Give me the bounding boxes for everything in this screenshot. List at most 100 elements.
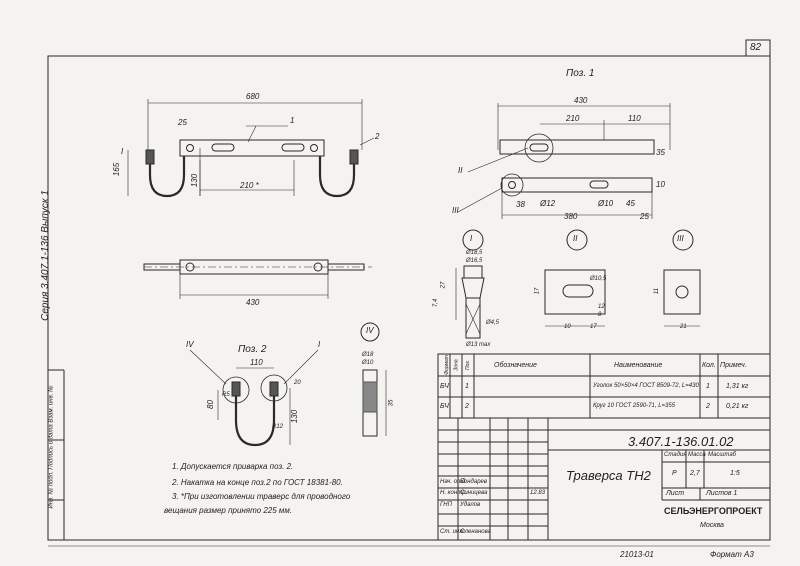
scale-value: 1:5: [730, 470, 740, 477]
pos1-title: Поз. 1: [566, 68, 595, 79]
spec-h-designation: Обозначение: [494, 362, 537, 369]
pos2-view-IV: IV: [186, 340, 194, 349]
staff-0-name: Бондарев: [460, 479, 488, 485]
note-1: 1. Допускается приварка поз. 2.: [172, 462, 294, 471]
sec-dim-0: Ø18,5: [466, 250, 483, 256]
mass-label: Масса: [688, 452, 706, 458]
staff-0-role: Нач. отд.: [440, 479, 467, 485]
sec-dim-8: 12: [598, 304, 605, 310]
pos1-dim-380: 380: [564, 212, 578, 221]
sec-dim-4: Ø13 max: [466, 342, 491, 348]
series-stamp: Серия 3.407.1-136 Выпуск 1: [39, 190, 51, 321]
sheets-label: Листов 1: [706, 490, 738, 497]
format-label: Формат А3: [710, 550, 754, 559]
dim-680: 680: [246, 92, 260, 101]
mass-value: 2,7: [690, 470, 700, 477]
sec-dim-11: 17: [590, 324, 597, 330]
sec-dim-6: 17: [534, 287, 541, 295]
leader-2: 2: [375, 132, 380, 141]
section-III: III: [677, 234, 684, 243]
section-IV: IV: [366, 326, 374, 335]
spec-h-qty: Кол.: [702, 362, 716, 369]
view-mark-I: I: [121, 147, 124, 156]
pos1-dim-430: 430: [574, 96, 588, 105]
sec-dim-2: 27: [440, 281, 447, 289]
spec-r2-fmt: БЧ: [440, 403, 449, 410]
stage-value: Р: [672, 470, 677, 477]
pos2-dim-110: 110: [250, 358, 263, 367]
staff-2-role: ГНП: [440, 502, 452, 508]
drawing-name: Траверса ТН2: [566, 468, 651, 483]
sec-dim-12: 11: [654, 287, 661, 295]
dim-130: 130: [190, 173, 200, 188]
staff-4-name: Оленанова: [460, 529, 491, 535]
right-hook: [318, 156, 356, 198]
page-number: 82: [750, 42, 762, 53]
pos1-dim-d10: Ø10: [598, 199, 614, 208]
dim-25: 25: [178, 118, 187, 127]
pos2-dim-130: 130: [290, 409, 300, 424]
pos1-dim-25: 25: [640, 212, 649, 221]
sec-dim-3: 7,4: [433, 298, 440, 308]
staff-1-name: Синицева: [460, 490, 488, 496]
spec-h-note: Примеч.: [720, 362, 747, 369]
pos1-dim-110: 110: [628, 114, 641, 123]
spec-r1-fmt: БЧ: [440, 383, 449, 390]
pos1-view-II: II: [458, 166, 463, 175]
left-hook: [148, 156, 186, 198]
plan-view: [143, 259, 372, 299]
spec-r1-qty: 1: [706, 383, 710, 390]
sec-dim-13: 21: [680, 324, 687, 330]
pos1-view: [457, 103, 671, 219]
doc-number: 3.407.1-136.01.02: [628, 434, 734, 449]
sec-dim-14: Ø18: [362, 352, 374, 358]
main-view: [127, 99, 375, 198]
section-II: II: [573, 234, 578, 243]
staff-1-role: Н. контр.: [440, 490, 468, 496]
spec-r2-note: 0,21 кг: [726, 403, 749, 410]
note-2: 2. Накатка на конце поз.2 по ГОСТ 18381-…: [172, 478, 343, 487]
pos2-dim-20: 20: [294, 380, 301, 386]
angle-bar: [179, 139, 325, 157]
dim-165: 165: [112, 162, 122, 177]
staff-2-name: Удалов: [460, 502, 481, 508]
sec-dim-5: Ø4,5: [486, 320, 500, 326]
sec-dim-15: Ø10: [362, 360, 374, 366]
section-I: I: [470, 234, 473, 243]
org-name: СЕЛЬЭНЕРГОПРОЕКТ: [664, 506, 763, 516]
pos1-dim-45: 45: [626, 199, 635, 208]
spec-r1-pos: 1: [465, 383, 469, 390]
pos2-dim-80: 80: [205, 400, 215, 409]
pos1-dim-38: 38: [516, 200, 525, 209]
spec-r2-qty: 2: [706, 403, 710, 410]
sec-dim-16: 35: [388, 399, 395, 407]
pos2-view: [189, 349, 319, 447]
spec-r2-name: Круг 10 ГОСТ 2590-71, L=355: [593, 403, 676, 409]
scale-label: Масштаб: [708, 452, 737, 458]
leader-1: 1: [290, 116, 295, 125]
spec-h-format: Формат: [443, 355, 450, 375]
dim-430: 430: [246, 298, 260, 307]
section-views: [360, 229, 701, 437]
sign-date: 12.83: [530, 490, 546, 496]
pos1-dim-210: 210: [566, 114, 580, 123]
note-3: 3. *При изготовлении траверс для проводн…: [172, 492, 351, 501]
sec-dim-10: 10: [564, 324, 571, 330]
title-block-lines: [437, 417, 771, 541]
spec-h-zone: Зона: [453, 359, 460, 371]
pos1-dim-10: 10: [656, 180, 665, 189]
spec-r2-pos: 2: [465, 403, 469, 410]
spec-r1-name: Уголок 50×50×4 ГОСТ 8509-72, L=430: [593, 383, 699, 389]
sec-dim-7: Ø10,5: [590, 276, 607, 282]
stage-label: Стадия: [664, 452, 687, 458]
org-city: Москва: [700, 522, 724, 529]
dim-210: 210 *: [240, 181, 259, 190]
spec-r1-note: 1,31 кг: [726, 383, 749, 390]
sheet-label: Лист: [666, 490, 685, 497]
pos2-dim-R5: R5: [222, 392, 230, 398]
pos2-dim-R12: R12: [272, 424, 284, 430]
side-stamp: Инв. № подл. Подпись и дата Взам. инв. №: [48, 385, 55, 509]
copy-number: 21013-01: [620, 550, 654, 559]
pos1-dim-d12: Ø12: [540, 199, 556, 208]
